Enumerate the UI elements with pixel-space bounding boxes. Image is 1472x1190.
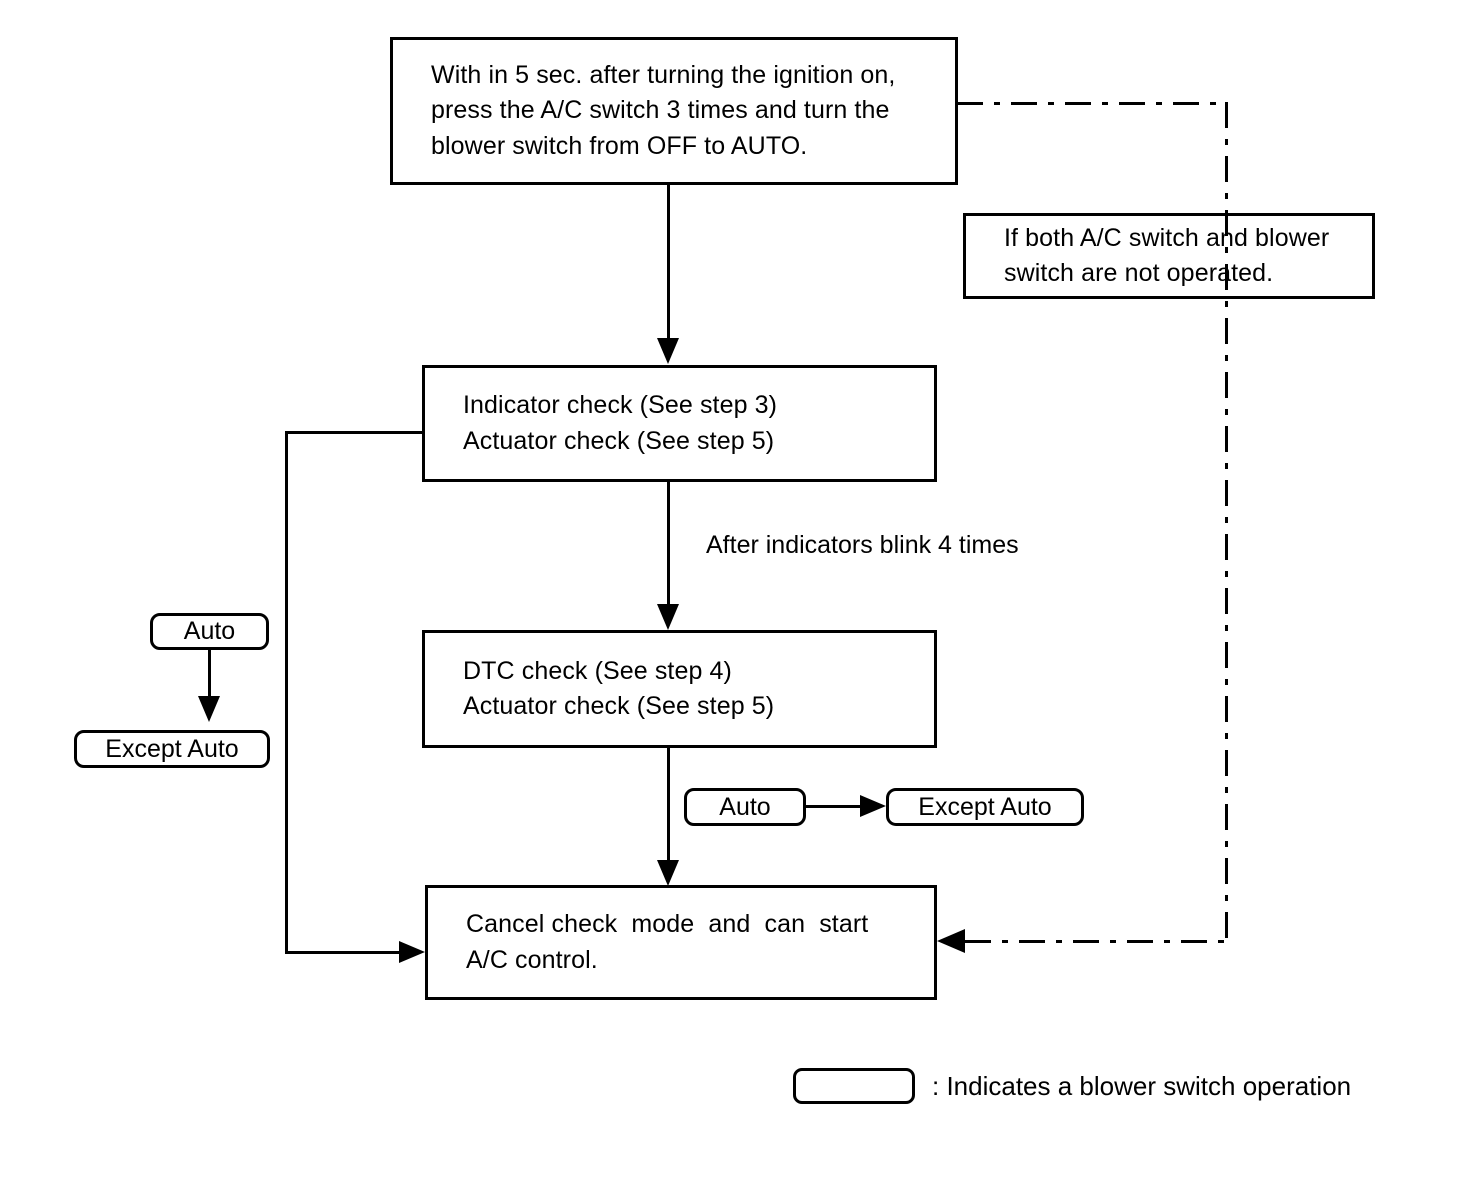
pill-left-auto[interactable]: Auto: [150, 613, 269, 650]
start-box-line-1: With in 5 sec. after turning the ignitio…: [431, 60, 896, 89]
legend: : Indicates a blower switch operation: [793, 1068, 1351, 1104]
start-box-line-2: press the A/C switch 3 times and turn th…: [431, 96, 890, 125]
edge-label-blink: After indicators blink 4 times: [706, 531, 1019, 559]
connector-dtc-to-cancel: [667, 748, 670, 863]
legend-swatch-icon: [793, 1068, 915, 1104]
dtc-check-box: DTC check (See step 4) Actuator check (S…: [422, 630, 937, 748]
dtc-box-line-1: DTC check (See step 4): [463, 656, 732, 685]
note-box-line-1: If both A/C switch and blower: [1004, 223, 1330, 252]
note-box-switch-not-operated: If both A/C switch and blower switch are…: [963, 213, 1375, 299]
arrowhead-bypass-into-cancel: [937, 929, 965, 953]
connector-mid-auto-to-except: [806, 805, 864, 808]
indicator-check-box: Indicator check (See step 3) Actuator ch…: [422, 365, 937, 482]
bypass-top-dashdot-segment: [957, 102, 1228, 105]
arrowhead-left-auto-to-except: [198, 696, 220, 722]
pill-left-auto-label: Auto: [183, 617, 236, 645]
arrowhead-feedback-into-cancel: [399, 941, 425, 963]
indicator-box-line-2: Actuator check (See step 5): [463, 426, 775, 455]
feedback-loop-top-segment: [285, 431, 425, 434]
pill-mid-except-auto-label: Except Auto: [918, 792, 1052, 821]
cancel-box-line-2: A/C control.: [466, 945, 598, 974]
pill-mid-except-auto[interactable]: Except Auto: [886, 788, 1084, 826]
legend-text: : Indicates a blower switch operation: [932, 1070, 1352, 1101]
start-box-line-3: blower switch from OFF to AUTO.: [431, 131, 808, 160]
dtc-box-line-2: Actuator check (See step 5): [463, 692, 775, 720]
pill-left-except-auto-label: Except Auto: [105, 734, 239, 763]
connector-start-to-indicator: [667, 185, 670, 340]
arrowhead-start-to-indicator: [657, 338, 679, 364]
cancel-check-mode-box: Cancel check mode and can start A/C cont…: [425, 885, 937, 1000]
cancel-box-line-1: Cancel check mode and can start: [466, 910, 869, 938]
arrowhead-indicator-to-dtc: [657, 604, 679, 630]
note-box-line-2: switch are not operated.: [1004, 259, 1274, 287]
arrowhead-mid-auto-to-except: [860, 795, 886, 817]
pill-mid-auto[interactable]: Auto: [684, 788, 806, 826]
pill-left-except-auto[interactable]: Except Auto: [74, 730, 270, 768]
pill-mid-auto-label: Auto: [719, 792, 771, 821]
feedback-loop-vertical-segment: [285, 431, 288, 954]
bypass-bottom-dashdot-segment: [965, 940, 1228, 943]
start-instruction-box: With in 5 sec. after turning the ignitio…: [390, 37, 958, 185]
arrowhead-dtc-to-cancel: [657, 860, 679, 886]
connector-left-auto-to-except: [208, 650, 211, 698]
indicator-box-line-1: Indicator check (See step 3): [463, 391, 778, 419]
bypass-vertical-dashdot-segment: [1225, 102, 1228, 943]
feedback-loop-bottom-segment: [285, 951, 403, 954]
connector-indicator-to-dtc: [667, 482, 670, 606]
